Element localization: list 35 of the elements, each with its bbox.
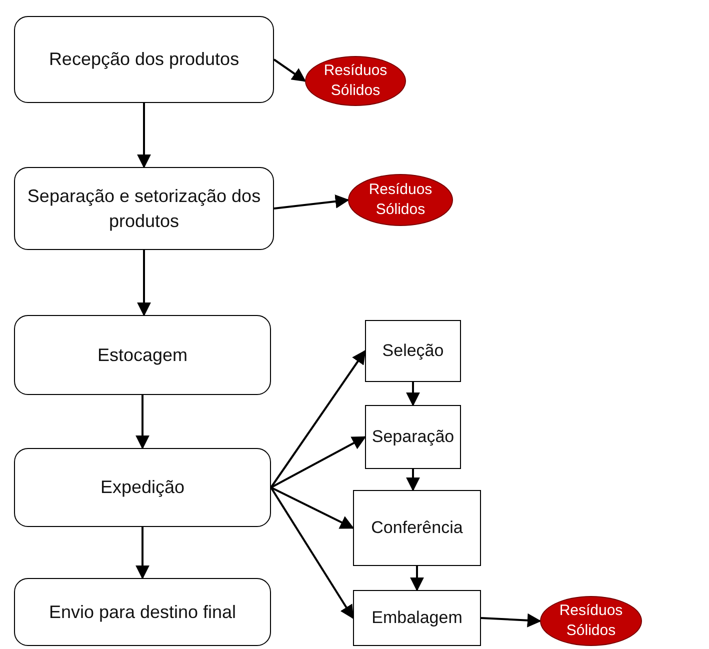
- process-box: [14, 448, 271, 527]
- process-box: [14, 578, 271, 646]
- task-box: [365, 320, 461, 382]
- arrow: [273, 58, 306, 82]
- arrow: [270, 350, 366, 488]
- node-label: Resíduos Sólidos: [322, 60, 388, 101]
- node-label: Estocagem: [96, 344, 189, 367]
- node-label: Envio para destino final: [48, 600, 238, 624]
- node-label: Resíduos Sólidos: [368, 180, 434, 220]
- task-box: [353, 590, 481, 646]
- node-label: Embalagem: [370, 606, 464, 629]
- process-box: [14, 167, 274, 250]
- arrow: [410, 566, 424, 592]
- node-label: Recepção dos produtos: [48, 48, 240, 72]
- node-label: Separação e setorização dos produtos: [26, 185, 262, 233]
- arrow: [274, 194, 350, 210]
- arrow: [136, 395, 150, 450]
- node-label: Seleção: [381, 340, 445, 362]
- node-label: Resíduos Sólidos: [558, 600, 624, 641]
- task-box: [365, 405, 461, 469]
- arrow: [406, 469, 420, 492]
- process-box: [14, 16, 274, 103]
- node-label: Separação: [370, 426, 456, 448]
- arrow: [137, 103, 151, 168]
- arrow: [406, 382, 420, 406]
- arrow: [270, 436, 366, 488]
- node-label: Conferência: [370, 516, 464, 539]
- arrow: [270, 486, 354, 529]
- arrow: [136, 527, 150, 580]
- arrow: [480, 613, 542, 628]
- node-label: Expedição: [99, 476, 186, 500]
- task-box: [353, 490, 481, 566]
- arrow: [137, 250, 151, 316]
- arrow: [270, 486, 354, 620]
- process-box: [14, 315, 271, 395]
